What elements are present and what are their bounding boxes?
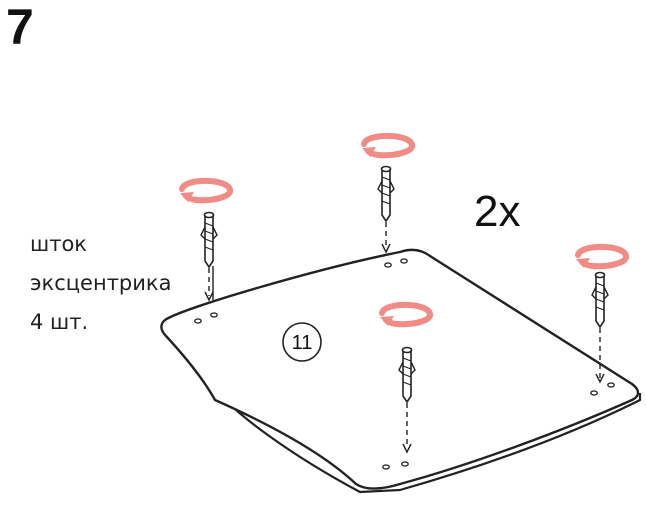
- part-number-badge: [282, 322, 322, 362]
- rotation-arrow-icon: [180, 181, 230, 202]
- quantity-multiplier: 2x: [474, 187, 521, 236]
- cam-bolt-icon: [377, 165, 395, 254]
- part-label-line-3: 4 шт.: [30, 310, 89, 334]
- cam-bolt-icon: [200, 211, 218, 302]
- cam-bolt-icon: [398, 346, 416, 454]
- part-number: 11: [292, 332, 313, 354]
- rotation-arrow-icon: [576, 247, 626, 268]
- part-label-line-1: шток: [30, 232, 87, 256]
- step-number: 7: [6, 0, 34, 55]
- rotation-arrow-icon: [362, 136, 412, 157]
- cam-bolt-icon: [591, 271, 609, 384]
- part-label-line-2: эксцентрика: [30, 271, 172, 295]
